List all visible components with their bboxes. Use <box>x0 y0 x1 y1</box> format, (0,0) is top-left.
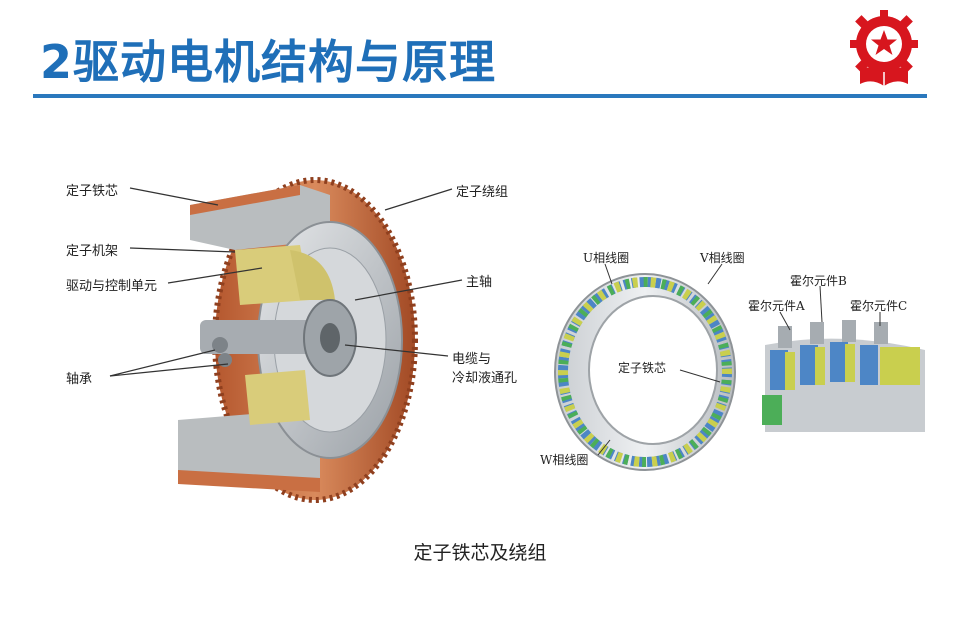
label-v-coil: V相线圈 <box>700 251 745 265</box>
leader-lines-right <box>597 263 881 456</box>
label-stator-frame: 定子机架 <box>66 244 119 259</box>
label-main-shaft: 主轴 <box>466 275 493 290</box>
label-stator-core-ring: 定子铁芯 <box>618 361 667 375</box>
star-icon <box>871 30 897 55</box>
label-u-coil: U相线圈 <box>583 251 630 265</box>
label-cable-line2: 冷却液通孔 <box>452 371 518 386</box>
figure-caption: 定子铁芯及绕组 <box>413 542 547 564</box>
book-icon <box>860 67 908 86</box>
label-stator-core: 定子铁芯 <box>66 184 119 199</box>
page-title: 2驱动电机结构与原理 <box>40 35 497 89</box>
label-hall-b: 霍尔元件B <box>790 274 847 288</box>
stator-ring <box>554 273 736 471</box>
label-drive-control-unit: 驱动与控制单元 <box>66 279 158 294</box>
title-divider <box>33 94 927 98</box>
label-hall-c: 霍尔元件C <box>850 299 908 313</box>
hub-motor-cutaway <box>178 177 418 503</box>
institution-logo <box>850 10 918 86</box>
label-w-coil: W相线圈 <box>540 453 589 467</box>
label-bearing: 轴承 <box>66 372 93 387</box>
label-cable-line1: 电缆与 <box>452 352 492 367</box>
label-stator-winding: 定子绕组 <box>456 185 509 200</box>
hall-sensor-detail <box>762 282 925 432</box>
leader-lines-left <box>109 187 463 377</box>
label-hall-a: 霍尔元件A <box>748 299 805 313</box>
